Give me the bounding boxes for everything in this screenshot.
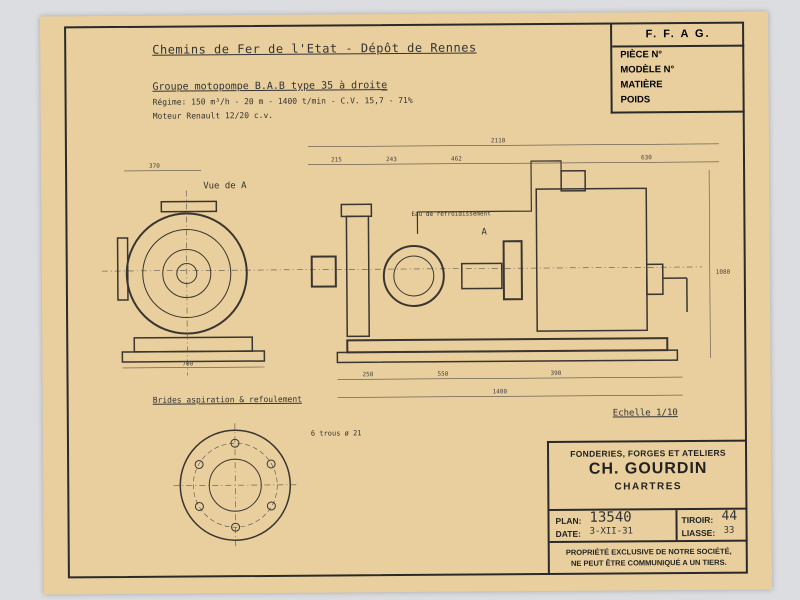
company-name: CH. GOURDIN bbox=[588, 459, 708, 478]
ffag-info-box: F. F. A G. PIÈCE N° MODÈLE N° MATIÈRE PO… bbox=[610, 22, 745, 114]
scale-label: Echelle 1/10 bbox=[612, 408, 678, 419]
liasse-label: LIASSE: bbox=[681, 527, 716, 539]
blueprint-sheet: 2110 215 243 462 630 370 1080 1400 250 5… bbox=[39, 11, 773, 595]
drawing-title: Chemins de Fer de l'Etat - Dépôt de Renn… bbox=[152, 40, 477, 57]
ffag-modele: MODÈLE N° bbox=[620, 64, 675, 76]
legal-notice: PROPRIÉTÉ EXCLUSIVE DE NOTRE SOCIÉTÉ, NE… bbox=[550, 546, 748, 569]
dim-550: 550 bbox=[437, 371, 448, 378]
dim-1080: 1080 bbox=[716, 269, 731, 276]
drawing-subtitle: Groupe motopompe B.A.B type 35 à droite bbox=[152, 80, 388, 93]
flange-detail bbox=[173, 423, 298, 548]
plan-grid: PLAN: 13540 DATE: 3-XII-31 TIROIR: 44 LI… bbox=[549, 507, 748, 544]
grid-separator bbox=[675, 510, 678, 541]
company-city: CHARTRES bbox=[614, 481, 683, 493]
tiroir-value: 44 bbox=[721, 508, 738, 524]
company-line: FONDERIES, FORGES ET ATELIERS bbox=[570, 447, 726, 459]
liasse-value: 33 bbox=[723, 525, 735, 536]
view-label: Vue de A bbox=[203, 181, 247, 192]
plan-label: PLAN: bbox=[555, 515, 582, 526]
date-label: DATE: bbox=[555, 528, 581, 539]
ffag-matiere: MATIÈRE bbox=[620, 79, 663, 91]
dim-1400: 1400 bbox=[493, 388, 508, 395]
dim-215: 215 bbox=[331, 156, 342, 163]
dim-243: 243 bbox=[386, 156, 397, 163]
date-value: 3-XII-31 bbox=[589, 526, 633, 537]
ffag-poids: POIDS bbox=[620, 94, 651, 106]
tiroir-label: TIROIR: bbox=[681, 514, 714, 526]
technical-drawing: 2110 215 243 462 630 370 1080 1400 250 5… bbox=[101, 137, 731, 548]
dim-462: 462 bbox=[451, 156, 462, 163]
holes-label: 6 trous ø 21 bbox=[310, 429, 362, 438]
ffag-piece: PIÈCE N° bbox=[620, 49, 663, 61]
dim-700: 700 bbox=[182, 360, 193, 367]
title-block: FONDERIES, FORGES ET ATELIERS CH. GOURDI… bbox=[546, 439, 748, 576]
plan-value: 13540 bbox=[589, 509, 632, 526]
section-mark-a: A bbox=[481, 227, 487, 238]
dim-370: 370 bbox=[149, 163, 160, 170]
water-label: Eau de refroidissement bbox=[411, 210, 491, 218]
dim-390: 390 bbox=[550, 370, 561, 377]
flanges-label: Brides aspiration & refoulement bbox=[152, 394, 303, 405]
dim-250: 250 bbox=[362, 371, 373, 378]
dim-overall: 2110 bbox=[491, 137, 506, 144]
pump-side-elevation bbox=[310, 160, 688, 364]
ffag-title: F. F. A G. bbox=[612, 22, 745, 48]
drawing-motor: Moteur Renault 12/20 c.v. bbox=[152, 110, 274, 121]
legal-line-2: NE PEUT ÊTRE COMMUNIQUÉ A UN TIERS. bbox=[570, 557, 727, 568]
drawing-regime: Régime: 150 m³/h - 20 m - 1400 t/min - C… bbox=[152, 95, 413, 107]
dim-630: 630 bbox=[641, 154, 652, 161]
pump-end-view bbox=[116, 190, 266, 376]
